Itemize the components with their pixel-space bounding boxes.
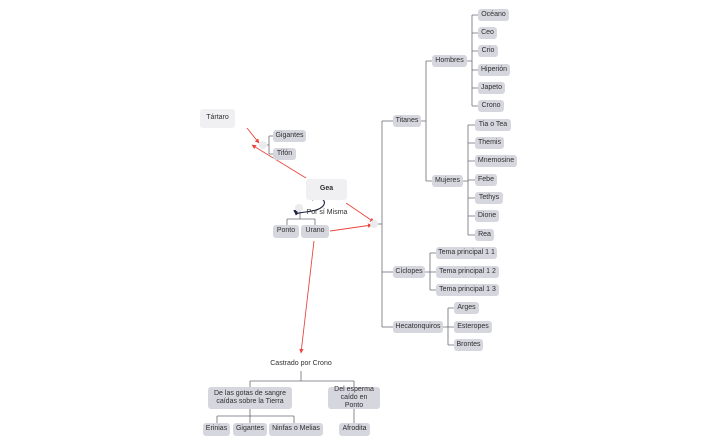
node-oceano[interactable]: Océano: [478, 9, 509, 21]
node-japeto[interactable]: Japeto: [478, 82, 505, 94]
connector-hecatonquiros-branch: [443, 307, 454, 346]
node-tifon[interactable]: Tifón: [273, 148, 296, 160]
node-dione[interactable]: Dione: [475, 210, 499, 222]
node-rea[interactable]: Rea: [475, 229, 494, 241]
node-erinias[interactable]: Erinias: [203, 423, 230, 436]
node-mnemosine[interactable]: Mnemosine: [475, 155, 517, 167]
node-brontes[interactable]: Brontes: [454, 339, 483, 351]
connector-gotas-children: [216, 409, 295, 423]
node-febe[interactable]: Febe: [475, 174, 497, 186]
arrow-gea-to-tartaro: [251, 144, 307, 179]
node-tethys[interactable]: Tethys: [475, 192, 503, 204]
node-gea[interactable]: Gea: [306, 179, 347, 200]
node-tema-principal-1-2[interactable]: Tema principal 1 2: [436, 266, 499, 278]
node-mujeres[interactable]: Mujeres: [432, 175, 463, 187]
node-arges[interactable]: Arges: [454, 302, 479, 314]
node-crono[interactable]: Crono: [478, 100, 504, 112]
node-esteropes[interactable]: Esteropes: [454, 321, 492, 333]
connector-tartaro-children: [266, 135, 273, 155]
node-ceo[interactable]: Ceo: [478, 27, 497, 39]
connector-castrado-tree: [249, 371, 355, 387]
arrow-tartaro-down: [246, 127, 260, 144]
arrow-urano-to-castrado: [299, 240, 315, 354]
connector-titanes-branch: [421, 60, 432, 182]
arrow-urano-to-hub: [329, 223, 373, 232]
node-urano[interactable]: Urano: [301, 225, 329, 238]
node-ponto[interactable]: Ponto: [273, 225, 299, 238]
node-esperma[interactable]: Del esperma caído en Ponto: [328, 386, 380, 409]
node-tema-principal-1-3[interactable]: Tema principal 1 3: [436, 284, 499, 296]
node-hiperion[interactable]: Hiperión: [478, 64, 510, 76]
node-hombres[interactable]: Hombres: [432, 55, 467, 67]
node-hecatonquiros[interactable]: Hecatonquiros: [393, 321, 443, 333]
hub-gea: [295, 204, 303, 212]
node-tema-principal-1-1[interactable]: Tema principal 1 1: [436, 247, 497, 259]
connector-ciclopes-branch: [425, 252, 436, 291]
node-afrodita[interactable]: Afrodita: [339, 423, 370, 436]
node-gotas-de-sangre[interactable]: De las gotas de sangre caídas sobre la T…: [208, 387, 292, 409]
connector-gea-children: [286, 211, 316, 225]
node-ciclopes[interactable]: Cíclopes: [393, 266, 425, 278]
hub-tartaro: [259, 141, 267, 149]
node-titanes[interactable]: Titanes: [393, 115, 421, 127]
node-gigantes-gotas[interactable]: Gigantes: [233, 423, 267, 436]
node-themis[interactable]: Themis: [475, 137, 504, 149]
node-tartaro[interactable]: Tártaro: [200, 109, 235, 128]
node-gigantes-tartaro[interactable]: Gigantes: [273, 130, 306, 142]
connector-hombres-branch: [467, 14, 478, 107]
hub-titanes: [370, 220, 378, 228]
arrow-gea-to-hub: [345, 202, 375, 223]
node-tia-o-tea[interactable]: Tia o Tea: [475, 119, 511, 131]
node-ninfas-o-melias[interactable]: Ninfas o Melias: [269, 423, 323, 436]
connector-mujeres-branch: [463, 124, 475, 236]
label-por-si-misma: Por sí Misma: [306, 208, 348, 216]
node-castrado-por-crono[interactable]: Castrado por Crono: [270, 360, 332, 368]
node-crio[interactable]: Crio: [478, 45, 498, 57]
